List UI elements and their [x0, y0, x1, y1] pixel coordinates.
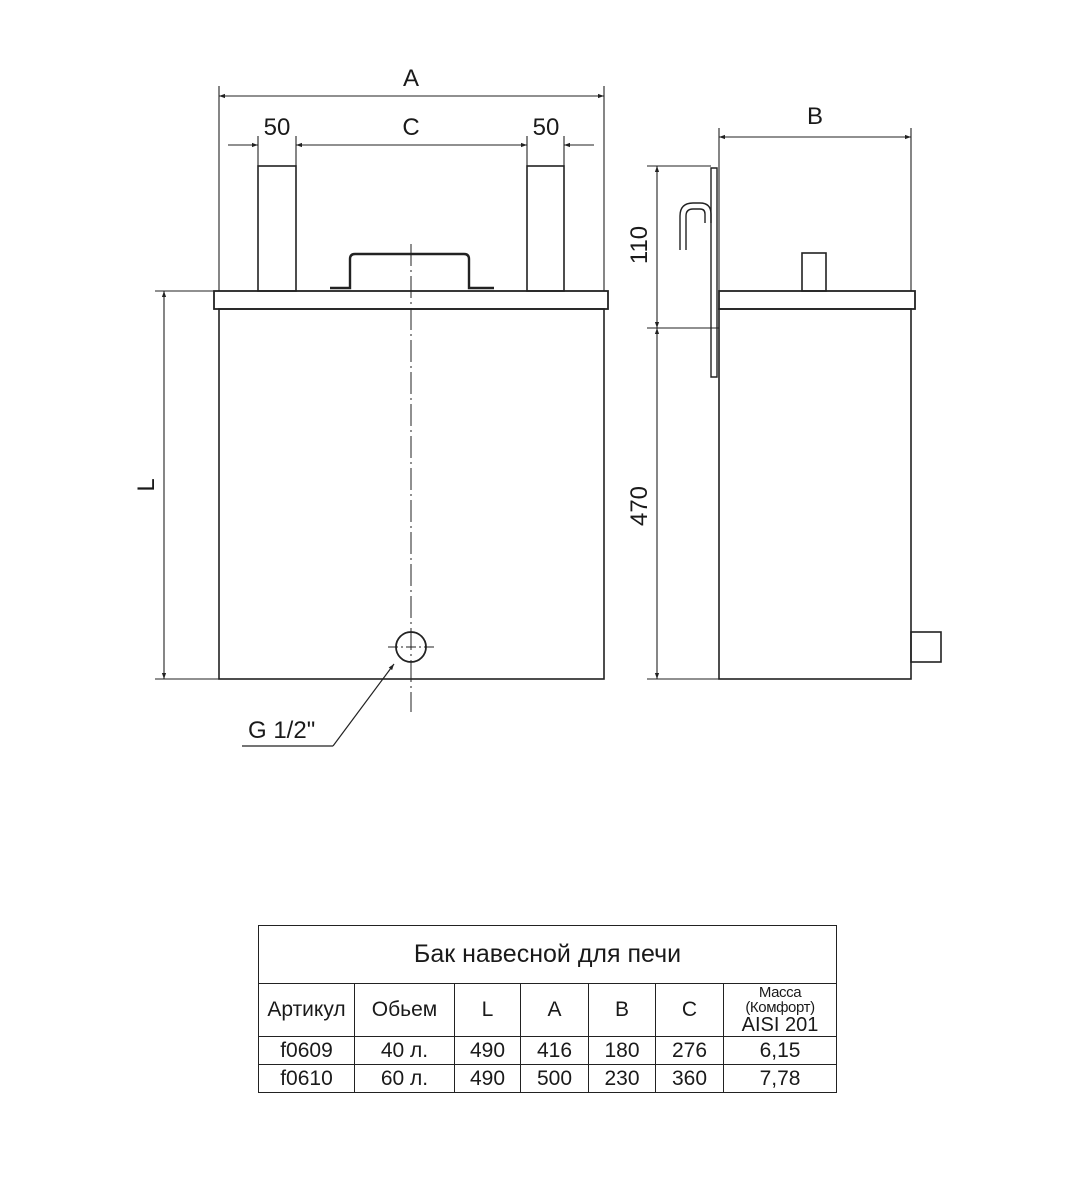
header-volume: Обьем — [354, 983, 455, 1037]
header-a: A — [520, 983, 589, 1037]
cell-volume: 40 л. — [354, 1036, 455, 1065]
side-hook — [679, 202, 712, 250]
header-article: Артикул — [258, 983, 355, 1037]
table-title: Бак навесной для печи — [258, 925, 837, 984]
front-lid-handle — [330, 252, 494, 290]
label-right-50: 50 — [533, 114, 560, 141]
cell-c: 276 — [655, 1036, 724, 1065]
cell-b: 180 — [588, 1036, 656, 1065]
header-mass-line1: Масса (Комфорт) — [745, 984, 815, 1016]
cell-article: f0609 — [258, 1036, 355, 1065]
cell-l: 490 — [454, 1064, 521, 1093]
side-top-knob — [801, 252, 827, 292]
side-tank-body — [718, 308, 912, 680]
cell-c: 360 — [655, 1064, 724, 1093]
header-l: L — [454, 983, 521, 1037]
table-row: f0610 60 л. 490 500 230 360 7,78 — [258, 1064, 837, 1093]
header-c: C — [655, 983, 724, 1037]
cell-mass: 6,15 — [723, 1036, 837, 1065]
cell-a: 500 — [520, 1064, 589, 1093]
side-top-flange — [718, 290, 916, 310]
header-mass: Масса (Комфорт) AISI 201 — [723, 983, 837, 1037]
header-mass-line2: AISI 201 — [741, 1014, 819, 1036]
cell-mass: 7,78 — [723, 1064, 837, 1093]
label-b: B — [807, 103, 823, 130]
cell-volume: 60 л. — [354, 1064, 455, 1093]
front-dimensions — [155, 86, 605, 680]
table-header-row: Артикул Обьем L A B C Масса (Комфорт) AI… — [258, 983, 837, 1037]
side-dimensions — [647, 128, 912, 680]
label-470: 470 — [626, 486, 653, 526]
cell-article: f0610 — [258, 1064, 355, 1093]
label-left-50: 50 — [264, 114, 291, 141]
side-view — [679, 167, 942, 680]
label-110: 110 — [626, 226, 653, 264]
cell-l: 490 — [454, 1036, 521, 1065]
header-b: B — [588, 983, 656, 1037]
cell-a: 416 — [520, 1036, 589, 1065]
side-fitting — [910, 631, 942, 663]
label-c: C — [402, 114, 419, 141]
front-right-pipe — [526, 165, 565, 292]
table-row: f0609 40 л. 490 416 180 276 6,15 — [258, 1036, 837, 1065]
front-left-pipe — [257, 165, 297, 292]
cell-b: 230 — [588, 1064, 656, 1093]
front-view — [213, 165, 609, 747]
label-l: L — [133, 478, 160, 491]
label-a: A — [403, 65, 419, 92]
spec-table: Бак навесной для печи Артикул Обьем L A … — [258, 925, 837, 1093]
fitting-leader — [332, 663, 395, 747]
label-fitting: G 1/2" — [248, 717, 315, 744]
side-hanging-plate — [710, 167, 718, 378]
